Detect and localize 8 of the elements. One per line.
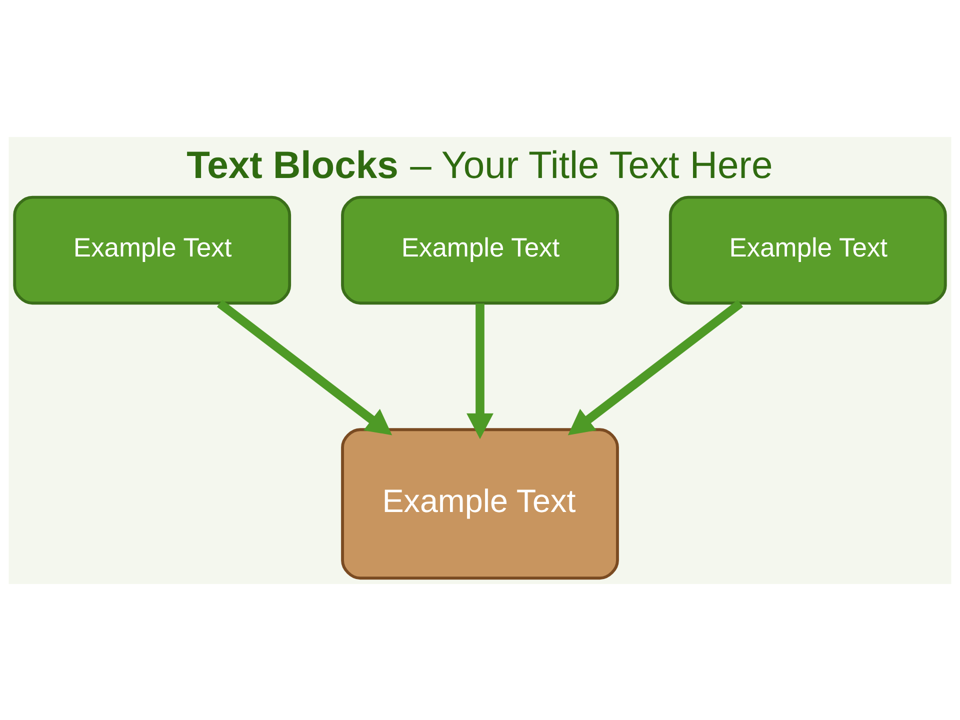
node-box: Example Text — [341, 195, 619, 304]
node-box: Example Text — [13, 195, 292, 304]
node-box: Example Text — [341, 428, 619, 580]
arrow — [466, 303, 494, 439]
node-box: Example Text — [668, 195, 947, 304]
arrow — [216, 299, 392, 435]
arrow — [568, 299, 744, 435]
diagram-title: Text Blocks – Your Title Text Here — [186, 143, 773, 186]
